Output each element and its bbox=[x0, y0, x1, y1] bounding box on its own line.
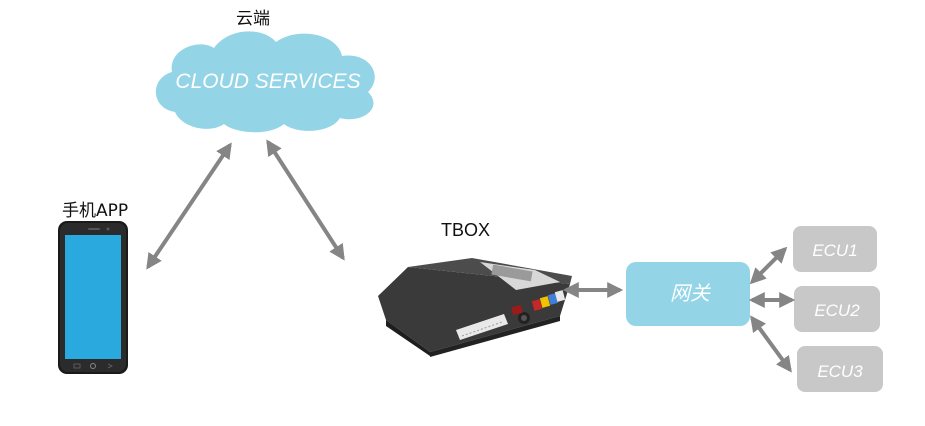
arrow-gateway-ecu3 bbox=[750, 315, 792, 373]
ecu3-label: ECU3 bbox=[817, 362, 863, 381]
ecu2-box: ECU2 bbox=[794, 286, 880, 332]
ecu3-box: ECU3 bbox=[797, 346, 883, 392]
phone-screen bbox=[65, 235, 121, 359]
phone-icon bbox=[58, 221, 128, 374]
arrow-cloud-tbox bbox=[266, 139, 345, 261]
ecu1-label: ECU1 bbox=[812, 241, 857, 260]
cloud-shape: CLOUD SERVICES bbox=[155, 31, 375, 133]
gateway-label: 网关 bbox=[670, 283, 711, 305]
arrow-cloud-phone bbox=[146, 142, 232, 270]
ecu2-label: ECU2 bbox=[814, 301, 860, 320]
tbox-caption: TBOX bbox=[441, 220, 491, 240]
gateway-box: 网关 bbox=[626, 262, 750, 326]
cloud-caption: 云端 bbox=[236, 9, 270, 29]
arrow-gateway-ecu1 bbox=[749, 246, 788, 285]
ecu1-box: ECU1 bbox=[793, 226, 877, 272]
cloud-services-text: CLOUD SERVICES bbox=[175, 70, 360, 93]
phone-caption: 手机APP bbox=[62, 201, 129, 221]
tbox-device-icon bbox=[378, 258, 572, 357]
